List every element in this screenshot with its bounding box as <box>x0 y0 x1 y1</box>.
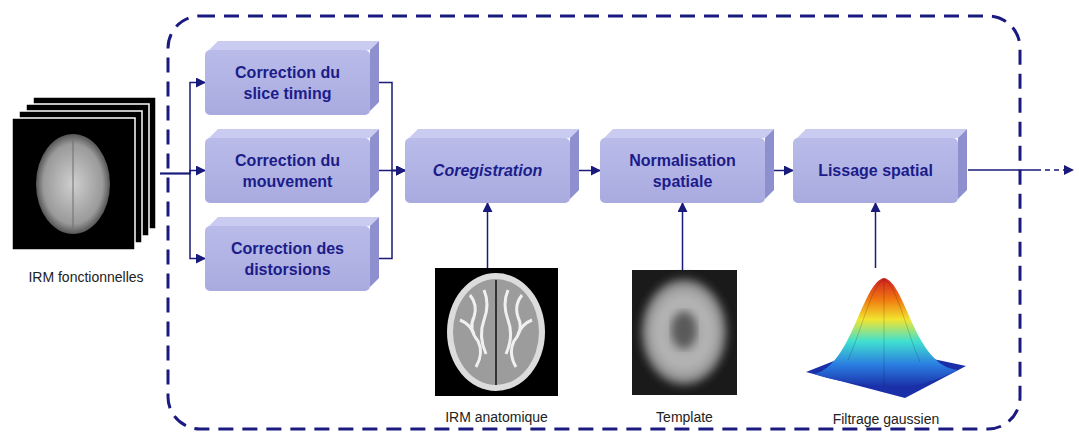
box-bevel <box>205 138 370 203</box>
box-label: Coregistration <box>433 160 542 181</box>
process-box: Correction des distorsions <box>205 226 370 291</box>
process-box: Correction du mouvement <box>205 138 370 203</box>
image-node: IRM fonctionnelles <box>12 97 160 250</box>
image-caption: Template <box>656 409 713 426</box>
template-ventricle <box>672 312 696 348</box>
image-node: Filtrage gaussien <box>806 268 966 398</box>
image-caption: IRM anatomique <box>445 409 548 426</box>
flow-arrow <box>487 203 489 268</box>
fmri-midline <box>73 140 74 228</box>
image-caption: IRM fonctionnelles <box>28 269 143 286</box>
flow-arrow <box>875 203 877 268</box>
box-label: Correction des distorsions <box>219 238 356 280</box>
image-node: IRM anatomique <box>435 268 558 396</box>
output-head <box>1064 165 1074 175</box>
flow-arrow <box>579 170 600 172</box>
fmri-stack <box>12 97 156 250</box>
flow-arrow <box>160 174 205 259</box>
box-label: Lissage spatial <box>818 160 933 181</box>
template-brain <box>640 277 728 387</box>
box-bevel <box>205 226 370 291</box>
process-box: Lissage spatial <box>793 138 958 203</box>
box-bevel <box>205 50 370 115</box>
gauss-grid <box>848 279 920 386</box>
flow-arrow <box>682 203 684 270</box>
output-dashed <box>1036 169 1064 171</box>
box-bevel <box>600 138 765 203</box>
template-image <box>632 270 737 395</box>
anat-midline <box>495 280 497 385</box>
process-box: Correction du slice timing <box>205 50 370 115</box>
flow-arrow <box>774 170 793 172</box>
box-label: Correction du slice timing <box>219 62 356 104</box>
box-label: Normalisation spatiale <box>614 150 751 192</box>
anat-brain <box>453 279 539 385</box>
anat-image <box>435 268 558 396</box>
gauss-peak <box>814 278 958 387</box>
image-node: Template <box>632 270 737 395</box>
output-line <box>968 169 1036 171</box>
flow-arrow <box>160 83 205 174</box>
fmri-brain <box>36 134 110 234</box>
process-box: Normalisation spatiale <box>600 138 765 203</box>
image-caption: Filtrage gaussien <box>833 411 940 428</box>
process-box: Coregistration <box>405 138 570 203</box>
pipeline-frame <box>168 16 1020 429</box>
anat-skull <box>447 273 545 391</box>
box-label: Correction du mouvement <box>219 150 356 192</box>
